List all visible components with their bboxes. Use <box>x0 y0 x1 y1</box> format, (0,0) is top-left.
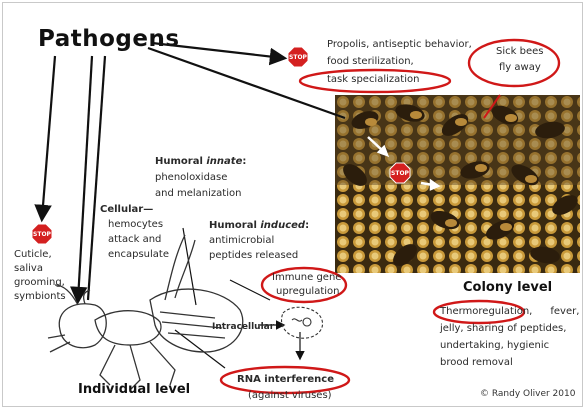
barrier-line-3: grooming, <box>14 276 65 290</box>
cell-drawing <box>282 307 323 338</box>
rna-interference-sub: (against viruses) <box>248 389 332 403</box>
arrow-to-cuticle-stop <box>42 56 55 218</box>
cellular-line-1: hemocytes <box>108 218 163 232</box>
cellular-line-2: attack and <box>108 233 161 247</box>
cellular-heading: Cellular— <box>100 203 153 217</box>
colony-list-line-1: Thermoregulation,fever, <box>440 305 579 319</box>
colony-measures-line-2: food sterilization, <box>327 55 414 69</box>
humoral-induced-line-2: peptides released <box>209 249 298 263</box>
humoral-innate-line-2: and melanization <box>155 187 241 201</box>
copyright-credit: © Randy Oliver 2010 <box>480 389 575 399</box>
cellular-line-3: encapsulate <box>108 248 169 262</box>
humoral-innate-line-1: phenoloxidase <box>155 171 227 185</box>
humoral-innate-heading: Humoral innate: <box>155 155 246 169</box>
intracellular-label: Intracellular <box>212 320 274 334</box>
stop-sign-icon-colony: STOP <box>287 46 309 68</box>
immune-gene-line-1: Immune gene <box>272 271 341 285</box>
colony-level-label: Colony level <box>463 280 552 295</box>
individual-level-label: Individual level <box>78 382 190 397</box>
colony-measures-line-3: task specialization <box>327 73 419 87</box>
barrier-line-4: symbionts <box>14 290 66 304</box>
sick-bees-line-2: fly away <box>499 61 541 75</box>
humoral-induced-line-1: antimicrobial <box>209 234 274 248</box>
stop-sign-icon-photo: STOP <box>389 162 411 184</box>
sick-bees-line-1: Sick bees <box>496 45 543 59</box>
humoral-induced-heading: Humoral induced: <box>209 219 309 233</box>
colony-list-line-2: jelly, sharing of peptides, <box>440 322 566 336</box>
rna-interference-label: RNA interference <box>237 373 334 387</box>
pathogens-title: Pathogens <box>38 26 180 52</box>
colony-list-line-4: brood removal <box>440 356 513 370</box>
barrier-line-1: Cuticle, <box>14 248 52 262</box>
immune-gene-line-2: upregulation <box>276 285 339 299</box>
line-to-photo <box>148 48 345 118</box>
colony-list-line-3: undertaking, hygienic <box>440 339 549 353</box>
colony-measures-line-1: Propolis, antiseptic behavior, <box>327 38 472 52</box>
barrier-line-2: saliva <box>14 262 43 276</box>
stop-sign-icon-individual: STOP <box>31 223 53 245</box>
